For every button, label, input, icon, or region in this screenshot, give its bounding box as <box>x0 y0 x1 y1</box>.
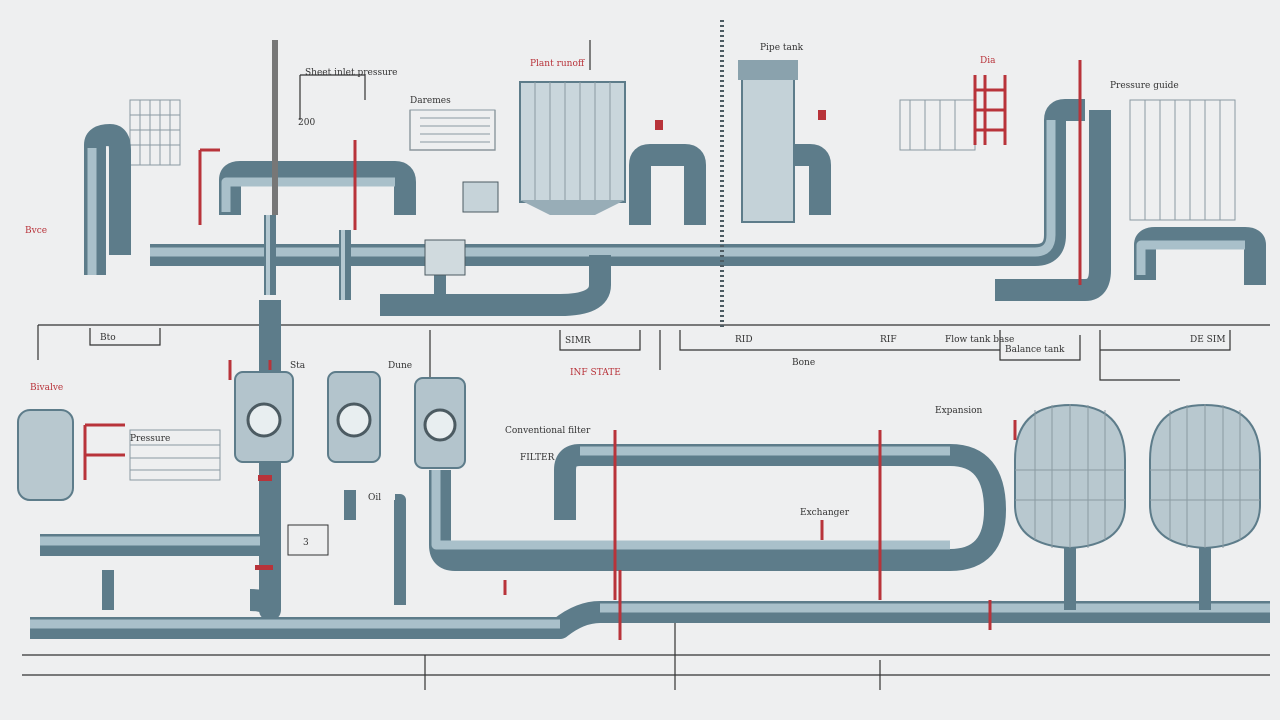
label-bvce: Bvce <box>25 226 47 236</box>
label-dune: Dune <box>388 361 412 371</box>
label-bivalve: Bivalve <box>30 383 63 393</box>
spherical-tanks <box>17 403 1261 550</box>
label-bone: Bone <box>792 358 815 368</box>
labels: Plant runoff Sheet inlet pressure 200 Da… <box>25 43 1226 548</box>
label-exchanger: Exchanger <box>800 508 850 518</box>
label-sheet-inlet: Sheet inlet pressure <box>305 68 398 78</box>
label-conventional-filter: Conventional filter <box>505 426 591 436</box>
label-pressure: Pressure <box>130 434 170 444</box>
label-expansion: Expansion <box>935 406 982 416</box>
label-daremes: Daremes <box>410 96 451 106</box>
label-balance-tank: Balance tank <box>1005 345 1065 355</box>
red-markers <box>83 60 1082 640</box>
label-plant-runoff: Plant runoff <box>530 59 585 69</box>
label-three: 3 <box>303 538 309 548</box>
label-pipe-mark: SIMR <box>565 336 591 346</box>
label-oil: Oil <box>368 493 381 503</box>
label-200: 200 <box>298 118 315 128</box>
label-filter: FILTER <box>520 453 555 463</box>
label-inf-state: INF STATE <box>570 368 621 378</box>
label-pipe-tank: Pipe tank <box>760 43 804 53</box>
label-de-sim: DE SIM <box>1190 335 1226 345</box>
storage-tank <box>519 81 626 215</box>
label-pressure-guide: Pressure guide <box>1110 81 1179 91</box>
main-pipes <box>30 99 1270 639</box>
label-dia: Dia <box>980 56 996 66</box>
column-tank <box>272 20 798 330</box>
dimension-lines <box>22 40 1270 690</box>
label-rif: RIF <box>880 335 897 345</box>
label-sta: Sta <box>290 361 306 371</box>
spec-panels <box>129 99 1236 556</box>
label-ax-left: Bto <box>100 333 116 343</box>
filter-vessels <box>234 181 499 469</box>
label-pipe-mark2: RID <box>735 335 753 345</box>
label-flow-tank: Flow tank base <box>945 335 1014 345</box>
